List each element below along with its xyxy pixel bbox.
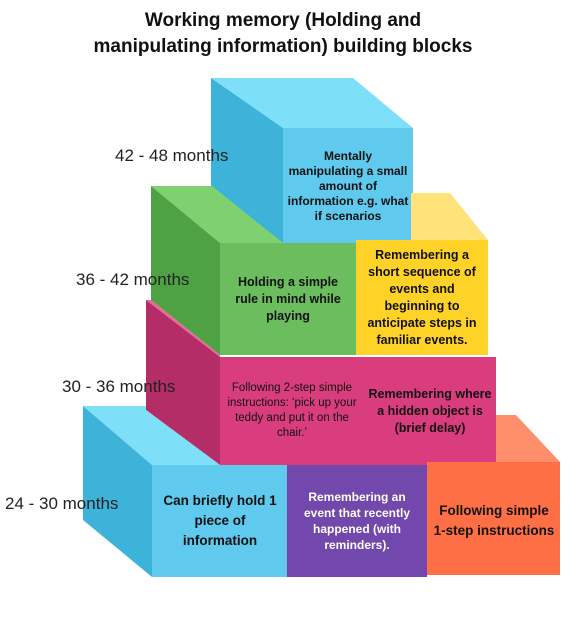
block-24-30-mid-text: Remembering an event that recently happe… [303,490,411,552]
block-24-30-left-front [152,465,287,577]
block-42-48-label: Mentally manipulating a small amount of … [287,133,409,239]
block-36-42-left-label: Holding a simple rule in mind while play… [226,250,350,348]
title-line-2: manipulating information) building block… [93,36,473,57]
block-36-42-right-front [356,240,488,355]
block-24-30-left-label: Can briefly hold 1 piece of information [158,470,282,572]
block-24-30-mid-front [287,465,427,577]
block-24-30-left-side [83,406,152,577]
block-24-30-right-text: Following simple 1-step instructions [433,503,555,538]
block-24-30-left-top [83,406,220,465]
block-36-42-left-text: Holding a simple rule in mind while play… [235,274,341,323]
page-title: Working memory (Holding and manipulating… [0,8,566,60]
block-30-36-left-text: Following 2-step simple instructions: ‘p… [227,382,357,439]
block-36-42-left-side [151,186,220,355]
block-36-42-left-top [151,186,283,243]
block-24-30-right-front [427,462,560,575]
age-label-30-36: 30 - 36 months [62,377,176,396]
block-30-36-left-label: Following 2-step simple instructions: ‘p… [226,362,358,460]
block-36-42-right-label: Remembering a short sequence of events a… [360,246,484,350]
age-label-24-30: 24 - 30 months [5,494,119,513]
age-label-42-48: 42 - 48 months [115,146,229,165]
block-24-30-right-label: Following simple 1-step instructions [433,470,555,572]
block-36-42-left-front [220,243,356,355]
block-30-36-front [220,357,496,465]
block-42-48-front [283,128,413,243]
block-30-36-right-text: Remembering where a hidden object is (br… [368,386,492,435]
block-36-42-right-top [411,193,488,240]
block-24-30-right-top [496,415,560,462]
age-label-36-42: 36 - 42 months [76,270,190,289]
block-42-48-top [211,78,413,128]
block-24-30-left-text: Can briefly hold 1 piece of information [163,493,277,548]
block-24-30-mid-label: Remembering an event that recently happe… [291,470,423,572]
block-36-42-right-text: Remembering a short sequence of events a… [367,248,477,347]
block-42-48-text: Mentally manipulating a small amount of … [287,148,409,223]
block-30-36-right-label: Remembering where a hidden object is (br… [368,362,492,460]
title-line-1: Working memory (Holding and [144,10,422,31]
